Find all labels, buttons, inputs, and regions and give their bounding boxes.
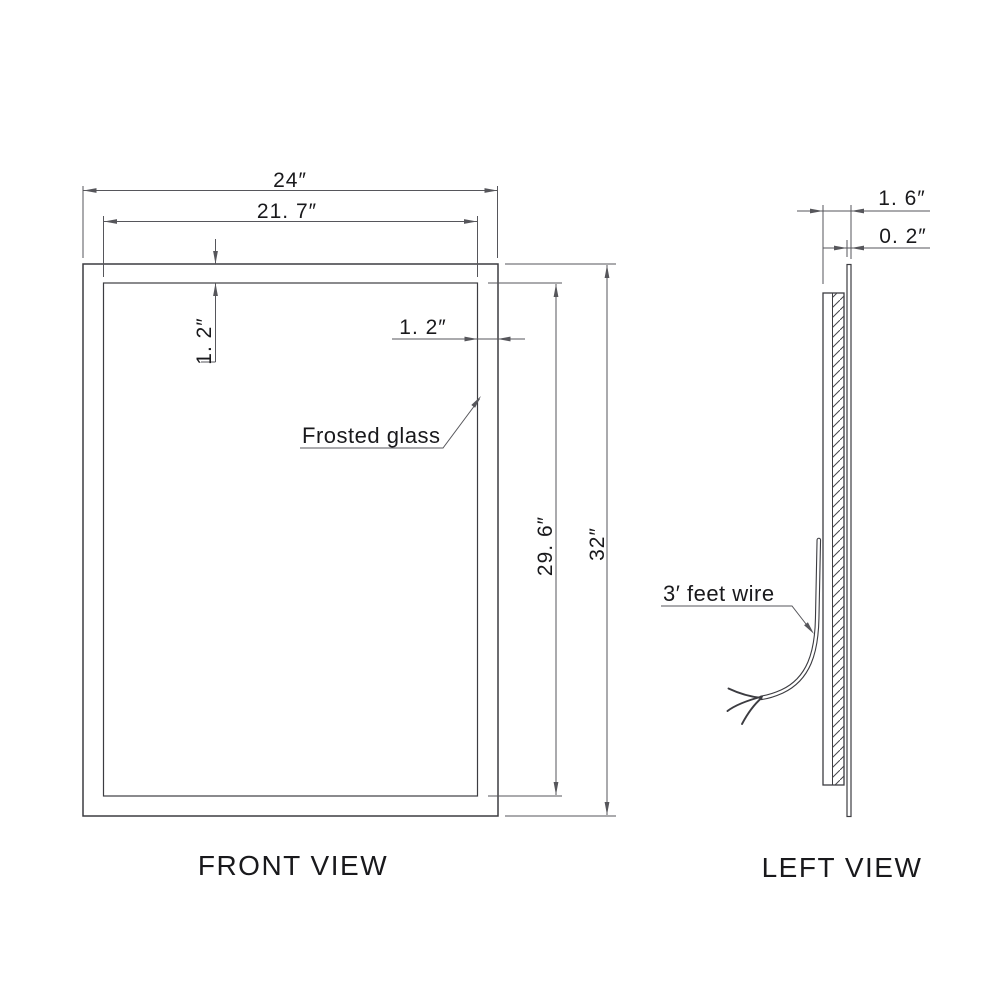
wire-core: [760, 538, 820, 699]
left-view-object-lines: [822, 263, 852, 818]
dim-outer-height-label: 32″: [586, 527, 609, 561]
dim-glass-thickness-label: 0. 2″: [879, 225, 926, 248]
arrowhead: [851, 208, 864, 214]
frosted-glass-leader-line: [300, 398, 480, 449]
front-view-object-lines: [82, 263, 499, 817]
front-view-dimension-lines: [82, 186, 616, 817]
arrowhead: [810, 208, 823, 214]
front-view-title: FRONT VIEW: [198, 850, 388, 881]
arrowhead: [464, 336, 478, 342]
wire-strand: [741, 697, 763, 725]
dim-glass-height-label: 29. 6″: [534, 516, 557, 576]
wire: [726, 537, 822, 725]
wire-leader-line: [661, 605, 807, 625]
frosted-glass-note: Frosted glass: [302, 423, 441, 448]
arrowhead: [83, 188, 97, 193]
view-titles: FRONT VIEW LEFT VIEW: [198, 850, 923, 883]
frosted-glass-outline: [102, 282, 479, 797]
dim-29-6-lines: [488, 282, 562, 797]
left-view-labels: 1. 6″ 0. 2″ 3′ feet wire: [663, 187, 926, 606]
left-view-dimension-lines: [661, 205, 930, 625]
mirror-outer-outline: [82, 263, 499, 817]
dim-32-lines: [505, 263, 616, 817]
arrowhead: [497, 336, 511, 342]
arrowhead: [464, 219, 477, 224]
arrowhead: [804, 622, 814, 634]
arrowhead: [553, 782, 559, 795]
left-view: 1. 6″ 0. 2″ 3′ feet wire: [661, 187, 930, 818]
arrowhead: [851, 245, 864, 251]
dim-21-7-lines: [103, 216, 478, 277]
wire-strand: [727, 687, 763, 699]
feet-wire-note: 3′ feet wire: [663, 581, 775, 606]
left-view-title: LEFT VIEW: [762, 852, 923, 883]
arrowhead: [213, 251, 218, 264]
arrowhead: [484, 188, 498, 193]
arrowhead: [604, 265, 610, 278]
dim-glass-width-label: 21. 7″: [257, 200, 317, 223]
wire-strand: [726, 695, 763, 712]
front-view-arrowheads: [83, 188, 610, 815]
arrowhead: [553, 284, 559, 297]
left-view-arrowheads: [804, 208, 864, 634]
dim-total-depth-label: 1. 6″: [878, 187, 925, 210]
frame-hatch-area: [832, 293, 844, 785]
arrowhead: [834, 245, 847, 251]
dim-right-border-label: 1. 2″: [399, 316, 446, 339]
arrowhead: [471, 396, 481, 408]
wire-outline: [759, 537, 822, 701]
glass-panel-profile: [846, 263, 852, 818]
dim-24-lines: [82, 186, 498, 258]
front-view-labels: 24″ 21. 7″ 1. 2″ 1. 2″ 29. 6″ 32″ Froste…: [193, 169, 609, 576]
dim-outer-width-label: 24″: [273, 169, 307, 192]
arrowhead: [604, 802, 610, 815]
arrowhead: [213, 283, 218, 296]
front-view: 24″ 21. 7″ 1. 2″ 1. 2″ 29. 6″ 32″ Froste…: [82, 169, 616, 817]
arrowhead: [104, 219, 117, 224]
dim-top-border-label: 1. 2″: [193, 317, 216, 364]
